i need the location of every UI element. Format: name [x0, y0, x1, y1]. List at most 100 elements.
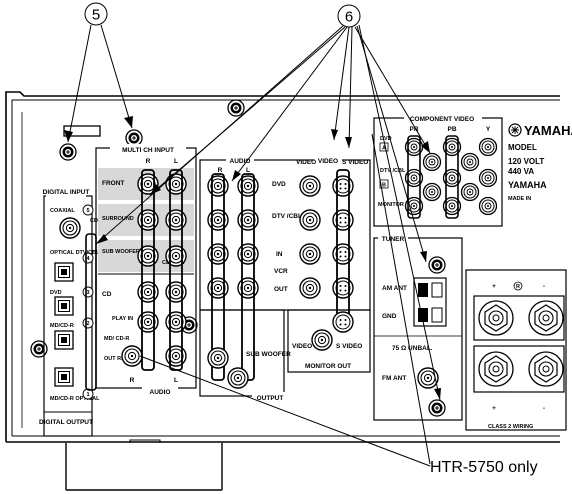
dtv-audio-r-jack[interactable] [207, 209, 229, 231]
vcr-out-video-jack[interactable] [299, 277, 321, 299]
front-l-jack[interactable] [165, 173, 187, 195]
comp-mid-4-jack[interactable] [460, 182, 480, 202]
monitor-y-jack[interactable] [478, 196, 498, 216]
s-video-label-top: S VIDEO [342, 159, 368, 166]
surround-l-jack[interactable] [165, 209, 187, 231]
digital-brackets [85, 233, 97, 391]
dvd-audio-l-jack[interactable] [237, 175, 259, 197]
screw-top-left [59, 143, 77, 161]
video-label-top: VIDEO [296, 159, 316, 166]
speaker-minus-terminal-2[interactable] [528, 351, 564, 387]
video-top-label: VIDEO [318, 158, 338, 165]
monitor-out-label: MONITOR OUT [305, 363, 351, 370]
vcr-in-audio-r-jack[interactable] [207, 243, 229, 265]
vcr-out-audio-l-jack[interactable] [237, 277, 259, 299]
vcr-in-video-jack[interactable] [299, 243, 321, 265]
multi-ch-input-block: MULTI CH INPUT R L FRONT SURROUND SUB WO… [95, 144, 197, 396]
output-label: OUTPUT [257, 395, 284, 402]
dtv-svideo-jack[interactable] [332, 209, 354, 231]
optical-md-out-jack[interactable] [54, 367, 74, 387]
num-1: 1 [86, 392, 89, 398]
subwoofer-out-jack-2[interactable] [227, 367, 249, 389]
yamaha-small-label: YAMAHA [508, 180, 547, 190]
md-rec-r-jack[interactable] [121, 345, 143, 367]
tuner-label: TUNER [382, 236, 405, 243]
coaxial-cd-jack[interactable] [59, 217, 81, 239]
comp-mid-1-jack[interactable] [422, 152, 442, 172]
vcr-out-svideo-jack[interactable] [332, 277, 354, 299]
play-in-label: PLAY IN [112, 316, 133, 322]
gnd-terminal[interactable] [418, 308, 428, 322]
screw-tuner-bottom [428, 399, 446, 417]
sub-woofer-label: SUB WOOFER [102, 249, 140, 255]
vcr-in-audio-l-jack[interactable] [237, 243, 259, 265]
monitor-video-jack[interactable] [311, 329, 333, 351]
optical-dtv-jack[interactable] [54, 262, 74, 282]
dvd-audio-r-jack[interactable] [207, 175, 229, 197]
surround-r-jack[interactable] [137, 209, 159, 231]
vcr-in-svideo-jack[interactable] [332, 243, 354, 265]
callout-6: 6 [95, 4, 441, 401]
comp-a-label: A [382, 146, 386, 152]
comp-mid-2-jack[interactable] [422, 182, 442, 202]
optical-dtv-label: OPTICAL DTV/CBL [50, 250, 100, 256]
plus-top-label: + [492, 283, 496, 290]
dvd-optical-label: DVD [50, 290, 62, 296]
num-3: 3 [86, 290, 89, 296]
volt-label: 120 VOLT [508, 157, 544, 166]
monitor-out-block: VIDEO S VIDEO MONITOR OUT [287, 309, 371, 373]
cd-r-jack[interactable] [137, 281, 159, 303]
out-rec-label: OUT REC [104, 356, 129, 362]
minus-bottom-label: - [543, 405, 545, 412]
am-ant-label: AM ANT [382, 285, 407, 292]
optical-md-in-jack[interactable] [54, 330, 74, 350]
front-label: FRONT [102, 180, 124, 187]
audio-top-label: AUDIO [230, 158, 251, 165]
num-5: 5 [86, 208, 89, 214]
va-label: 440 VA [508, 167, 534, 176]
speaker-plus-terminal-1[interactable] [478, 300, 514, 336]
audio-bottom-label: AUDIO [150, 389, 171, 396]
minus-top-label: - [543, 283, 545, 290]
am-ant-terminal[interactable] [418, 283, 428, 297]
md-play-r-jack[interactable] [137, 311, 159, 333]
in-label: IN [276, 251, 283, 258]
speaker-terminals-block: + R - + - CLASS 2 WIRING [465, 269, 567, 431]
md-rec-l-jack[interactable] [165, 345, 187, 367]
dtv-y-jack[interactable] [478, 168, 498, 188]
num-2: 2 [86, 321, 89, 327]
speaker-minus-terminal-1[interactable] [528, 300, 564, 336]
dtv-video-jack[interactable] [299, 209, 321, 231]
comp-mid-3-jack[interactable] [460, 152, 480, 172]
audio-top-l-label: L [246, 167, 250, 174]
optical-dvd-jack[interactable] [54, 296, 74, 316]
multi-l-label: L [174, 158, 178, 165]
digital-input-label: DIGITAL INPUT [43, 189, 90, 196]
speaker-plus-terminal-2[interactable] [478, 351, 514, 387]
dvd-y-jack[interactable] [478, 137, 498, 157]
dvd-video-jack[interactable] [299, 175, 321, 197]
center-in-jack[interactable] [165, 245, 187, 267]
dtv-comp-label: DTV /CBL [380, 168, 406, 174]
fm-ant-label: FM ANT [382, 375, 406, 382]
yamaha-logo-text: YAMAHA [524, 123, 572, 138]
subwoofer-in-jack[interactable] [137, 245, 159, 267]
dtv-audio-l-jack[interactable] [237, 209, 259, 231]
callout-6-number: 6 [345, 9, 353, 26]
dvd-label: DVD [272, 181, 286, 188]
digital-input-block: DIGITAL INPUT COAXIAL 5 CD OPTICAL DTV/C… [39, 189, 100, 437]
monitor-svideo-jack[interactable] [332, 311, 354, 333]
num-4: 4 [86, 256, 90, 262]
cd-l-jack[interactable] [165, 281, 187, 303]
class2-label: CLASS 2 WIRING [488, 424, 533, 430]
dvd-svideo-jack[interactable] [332, 175, 354, 197]
md-cdr-in-label: MD/ CD-R [104, 336, 129, 342]
htr-5750-only-note: HTR-5750 only [430, 459, 538, 476]
subwoofer-out-jack[interactable] [207, 347, 229, 369]
coaxial-cd-label: CD [90, 218, 98, 224]
vcr-out-audio-r-jack[interactable] [207, 277, 229, 299]
md-play-l-jack[interactable] [165, 311, 187, 333]
plus-bottom-label: + [492, 405, 496, 412]
cd-label: CD [102, 291, 112, 298]
